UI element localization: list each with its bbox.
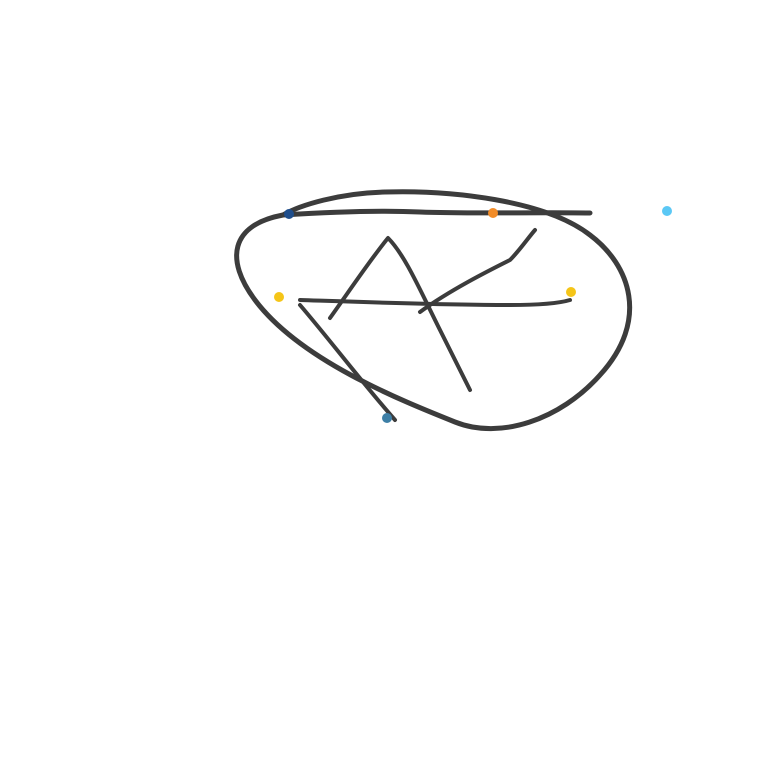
right-peak-stroke	[418, 228, 537, 314]
node-orange-top	[488, 208, 498, 218]
node-steel-blue	[382, 413, 392, 423]
left-peak-stroke	[328, 236, 472, 392]
stroke-group	[234, 189, 633, 431]
node-dark-blue	[284, 209, 294, 219]
outer-loop-stroke	[234, 189, 633, 431]
node-group	[274, 206, 672, 423]
node-yellow-left	[274, 292, 284, 302]
lower-band-stroke	[298, 298, 572, 307]
diagonal-stroke	[298, 303, 397, 422]
upper-band-stroke	[280, 208, 593, 218]
node-light-blue	[662, 206, 672, 216]
node-yellow-right	[566, 287, 576, 297]
